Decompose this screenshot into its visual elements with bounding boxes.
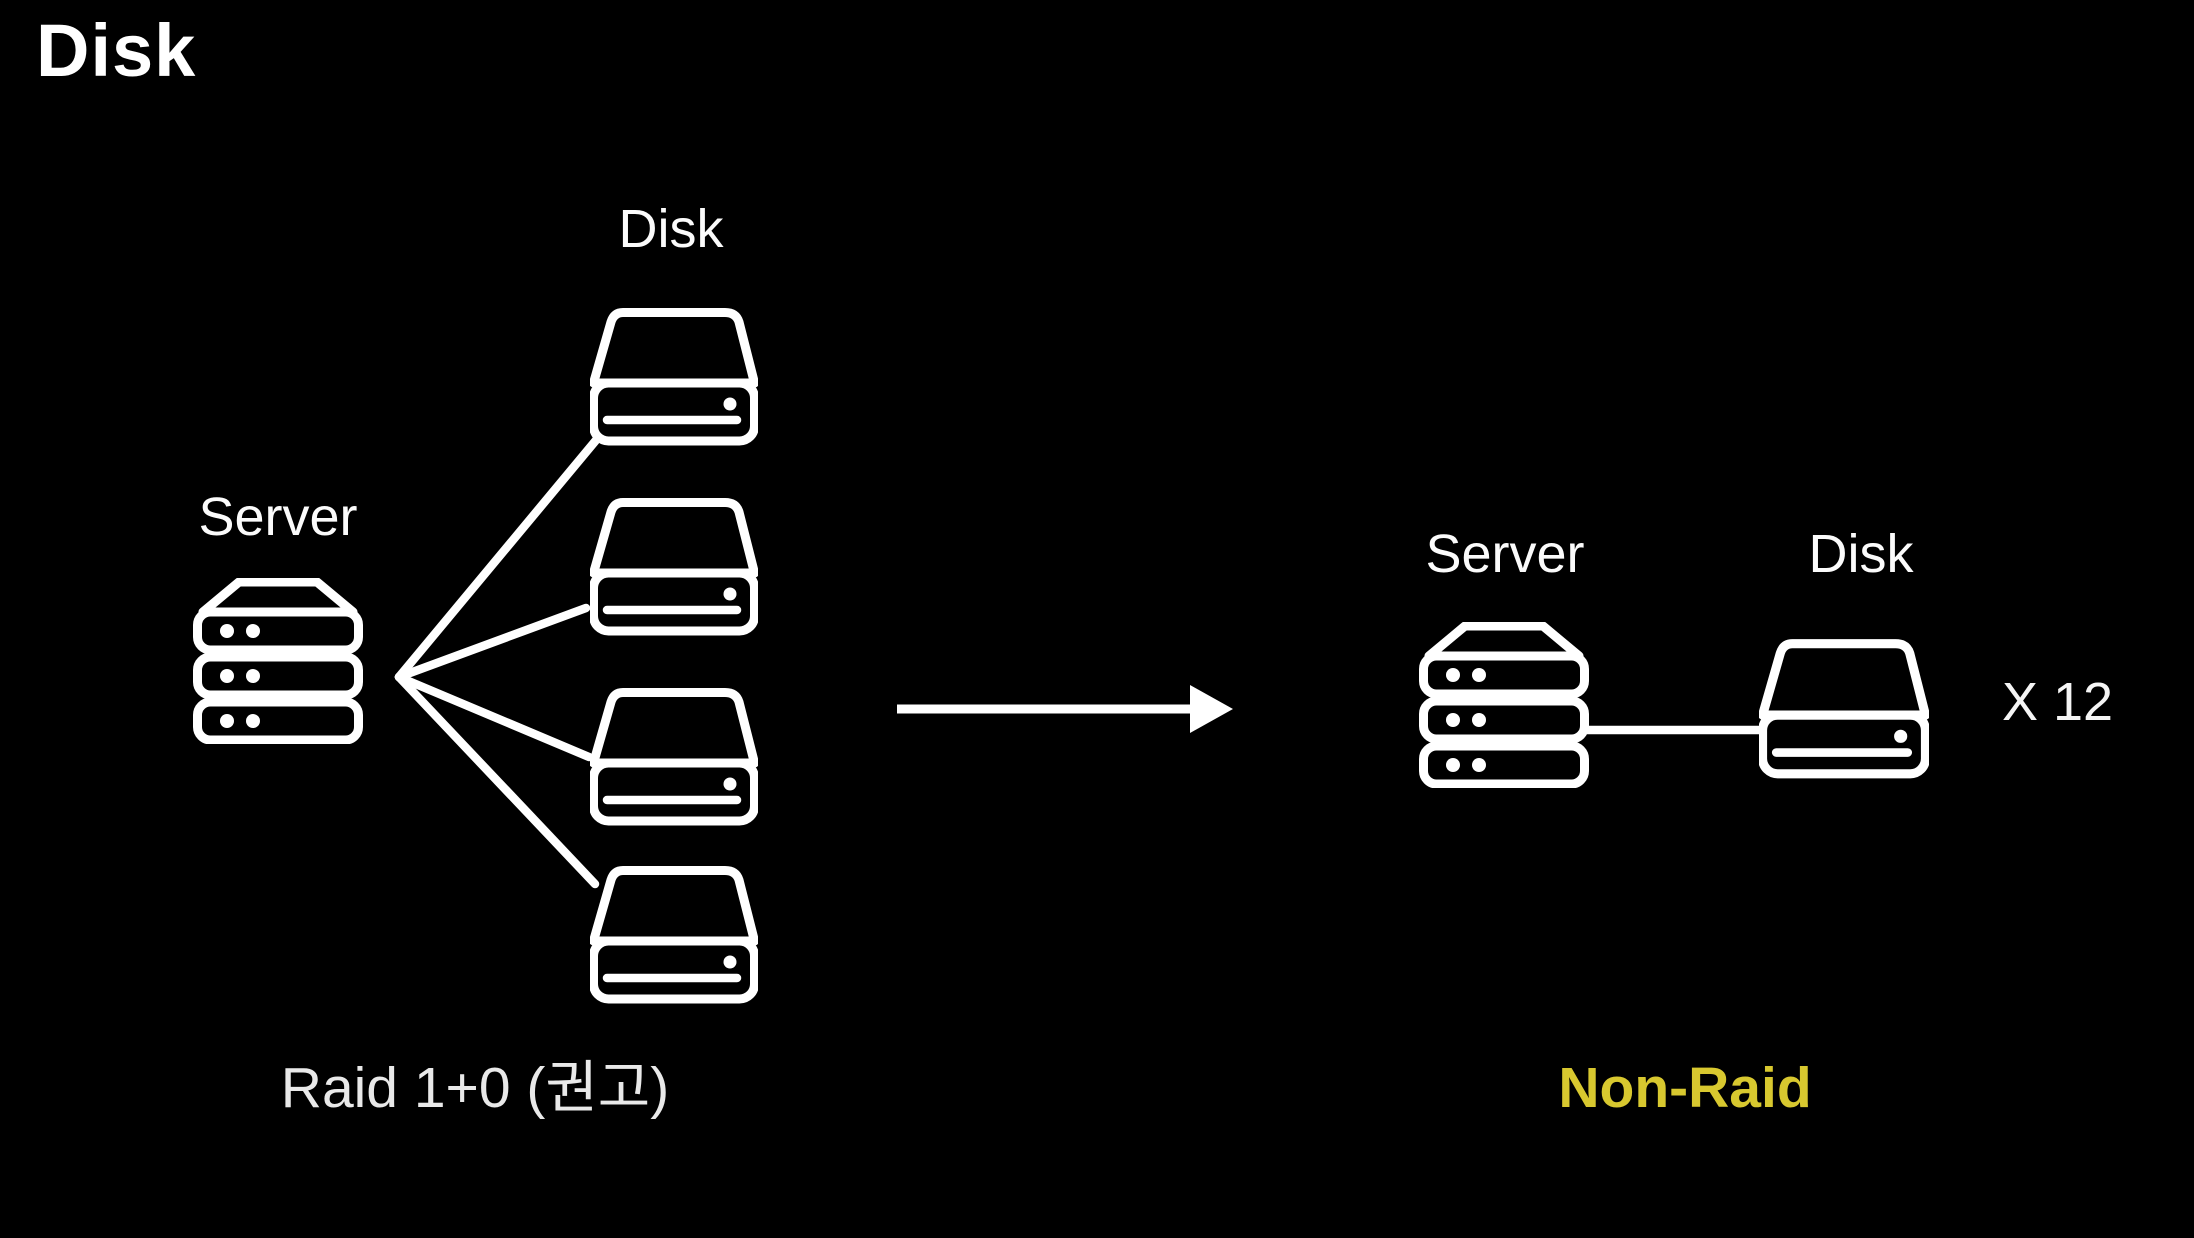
- left-disk-label: Disk: [618, 199, 724, 259]
- connection-line: [394, 672, 594, 762]
- right-disk-label: Disk: [1808, 524, 1914, 584]
- connection-line: [394, 434, 602, 682]
- disk-icon: [594, 871, 755, 1000]
- left-server-label: Server: [198, 487, 358, 547]
- disk-icon: [1763, 644, 1926, 774]
- disk-multiplier: X 12: [2002, 672, 2114, 732]
- disk-icon: [594, 503, 755, 632]
- connection-line: [394, 672, 600, 889]
- server-icon: [198, 582, 359, 740]
- disk-icon: [594, 693, 755, 822]
- server-icon: [1424, 626, 1585, 784]
- disk-icon: [594, 313, 755, 442]
- connection-line: [394, 603, 591, 682]
- right-caption-non-raid: Non-Raid: [1558, 1056, 1812, 1120]
- raid-fan-lines: [394, 434, 602, 889]
- page-title: Disk: [36, 9, 197, 92]
- right-arrow-icon: [897, 685, 1233, 733]
- left-caption-raid: Raid 1+0 (권고): [280, 1056, 670, 1120]
- right-server-label: Server: [1425, 524, 1585, 584]
